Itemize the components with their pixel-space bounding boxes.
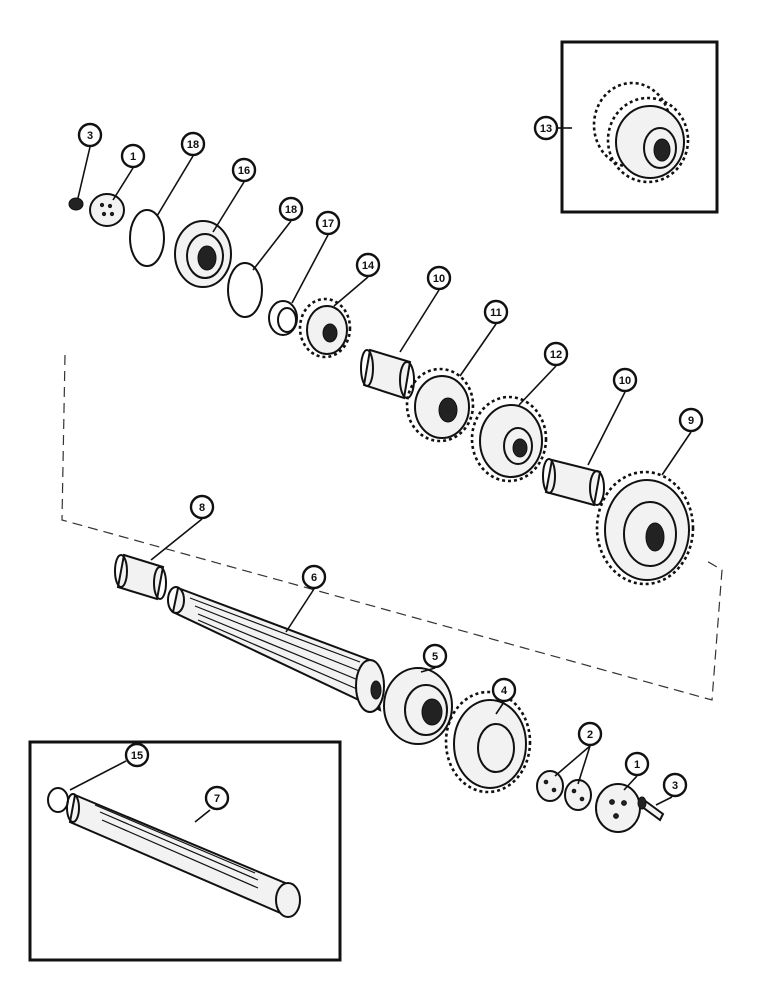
svg-text:9: 9 — [688, 415, 694, 427]
callout-13: 13 — [533, 115, 559, 141]
callout-14: 14 — [355, 252, 381, 278]
part-10-bushing-b — [542, 458, 605, 507]
part-18-snap-ring-a — [129, 209, 165, 267]
svg-text:7: 7 — [214, 793, 220, 805]
callout-7: 7 — [204, 785, 230, 811]
svg-text:6: 6 — [311, 572, 317, 584]
inset-gear-13 — [560, 40, 719, 214]
callout-4: 4 — [491, 677, 517, 703]
part-18-snap-ring-b — [227, 262, 263, 318]
callout-16: 16 — [231, 157, 257, 183]
callout-10-a: 10 — [426, 265, 452, 291]
callout-12: 12 — [543, 341, 569, 367]
svg-text:1: 1 — [130, 151, 136, 163]
part-11-gear — [405, 367, 475, 443]
part-10-bushing-a — [360, 348, 415, 400]
part-3-bolt-bottom — [637, 796, 665, 822]
svg-text:18: 18 — [187, 139, 199, 151]
part-12-gear — [470, 395, 548, 483]
part-16-bearing — [174, 220, 232, 288]
part-14-gear — [298, 297, 352, 359]
part-17-spacer — [268, 300, 298, 336]
svg-text:13: 13 — [540, 123, 552, 135]
part-1-cap-top — [89, 193, 125, 227]
part-5-bearing — [383, 667, 453, 745]
svg-text:17: 17 — [322, 218, 334, 230]
assembly-dashed-outline — [61, 354, 723, 701]
svg-text:5: 5 — [432, 651, 438, 663]
callout-6: 6 — [301, 564, 327, 590]
callout-1-bottom: 1 — [624, 751, 650, 777]
svg-text:10: 10 — [619, 375, 631, 387]
part-1-cap-bottom — [595, 783, 641, 833]
svg-text:8: 8 — [199, 502, 205, 514]
snap-ring-15 — [47, 787, 69, 813]
callout-5: 5 — [422, 643, 448, 669]
svg-text:15: 15 — [131, 750, 143, 762]
part-9-gear — [595, 470, 695, 586]
svg-text:4: 4 — [501, 685, 508, 697]
part-3-bolt-top — [68, 197, 84, 211]
part-2-shims — [536, 770, 592, 811]
svg-text:1: 1 — [634, 759, 640, 771]
part-8-bushing — [114, 553, 167, 601]
svg-text:3: 3 — [87, 130, 93, 142]
svg-text:16: 16 — [238, 165, 250, 177]
part-6-main-shaft — [167, 586, 385, 713]
callout-1-top: 1 — [120, 143, 146, 169]
svg-text:18: 18 — [285, 204, 297, 216]
callout-17: 17 — [315, 210, 341, 236]
callout-3-top: 3 — [77, 122, 103, 148]
svg-text:10: 10 — [433, 273, 445, 285]
callout-11: 11 — [483, 299, 509, 325]
svg-text:3: 3 — [672, 780, 678, 792]
callout-8: 8 — [189, 494, 215, 520]
leader-lines — [69, 127, 692, 823]
callout-15: 15 — [124, 742, 150, 768]
callout-18-a: 18 — [180, 131, 206, 157]
callout-10-b: 10 — [612, 367, 638, 393]
callout-9: 9 — [678, 407, 704, 433]
callout-2: 2 — [577, 721, 603, 747]
svg-text:11: 11 — [490, 307, 502, 319]
svg-text:12: 12 — [550, 349, 562, 361]
callout-18-b: 18 — [278, 196, 304, 222]
part-4-gear — [444, 690, 532, 794]
callout-3-bottom: 3 — [662, 772, 688, 798]
inset-shaft-7 — [28, 740, 342, 962]
svg-text:14: 14 — [362, 260, 375, 272]
svg-text:2: 2 — [587, 729, 593, 741]
